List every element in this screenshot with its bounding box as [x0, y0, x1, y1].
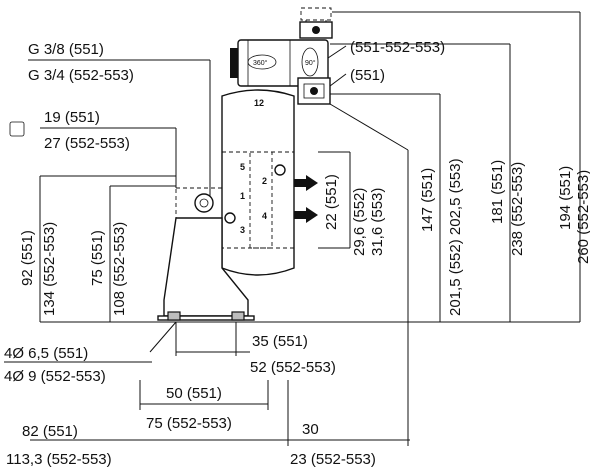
port-31-6-label: 31,6 (553)	[369, 188, 386, 256]
hole-size-552-553: 4Ø 9 (552-553)	[4, 368, 106, 385]
device-body: 360° 90° 12 5 1 3 2 4	[157, 7, 333, 321]
height-108-label: 108 (552-553)	[111, 222, 128, 316]
width-75-label: 75 (552-553)	[146, 415, 232, 432]
thread-size-552-553: G 3/4 (552-553)	[28, 67, 134, 84]
height-201-label: 201,5 (552) 202,5 (553)	[447, 158, 464, 316]
rotation-90-icon	[301, 47, 319, 77]
port-22-label: 22 (551)	[323, 174, 340, 230]
port-number-3: 3	[240, 225, 245, 235]
width-30-label: 30	[302, 421, 319, 438]
port-number-4: 2	[262, 176, 267, 186]
base-pedestal	[163, 217, 249, 317]
width-50-label: 50 (551)	[166, 385, 222, 402]
width-35-label: 35 (551)	[252, 333, 308, 350]
port-number-2: 4	[262, 211, 267, 221]
height-238-label: 238 (552-553)	[509, 162, 526, 256]
inlet-opening	[194, 193, 214, 213]
height-147-label: 147 (551)	[419, 168, 436, 232]
port-number-12: 12	[254, 98, 264, 108]
top-connector-label-b: (551)	[350, 67, 385, 84]
height-75-label: 75 (551)	[89, 230, 106, 286]
port-29-6-label: 29,6 (552)	[351, 188, 368, 256]
tag-90: 90°	[305, 59, 316, 67]
hole-size-551: 4Ø 6,5 (551)	[4, 345, 88, 362]
thread-size-551: G 3/8 (551)	[28, 41, 104, 58]
height-134-label: 134 (552-553)	[41, 222, 58, 316]
main-cylinder	[221, 89, 295, 276]
width-113-label: 113,3 (552-553)	[6, 451, 112, 467]
top-connector-label-a: (551-552-553)	[350, 39, 445, 56]
top-dashed-cap	[300, 7, 332, 21]
height-92-label: 92 (551)	[19, 230, 36, 286]
port-number-5: 5	[240, 162, 245, 172]
dimension-lines	[28, 11, 581, 446]
flow-arrow-4	[306, 175, 318, 191]
width-52-label: 52 (552-553)	[250, 359, 336, 376]
wrench-size-551: 19 (551)	[44, 109, 100, 126]
height-181-label: 181 (551)	[489, 160, 506, 224]
width-23-label: 23 (552-553)	[290, 451, 376, 467]
hex-wrench-icon	[9, 121, 25, 137]
dimension-labels: G 3/8 (551) G 3/4 (552-553) 19 (551) 27 …	[4, 39, 590, 467]
width-82-label: 82 (551)	[22, 423, 78, 440]
height-194-label: 194 (551)	[557, 166, 574, 230]
flow-arrow-2	[306, 207, 318, 223]
wrench-size-552-553: 27 (552-553)	[44, 135, 130, 152]
tag-360: 360°	[253, 59, 268, 67]
port-number-1: 1	[240, 191, 245, 201]
rotation-360-icon	[247, 54, 277, 70]
height-260-label: 260 (552-553)	[575, 170, 590, 264]
